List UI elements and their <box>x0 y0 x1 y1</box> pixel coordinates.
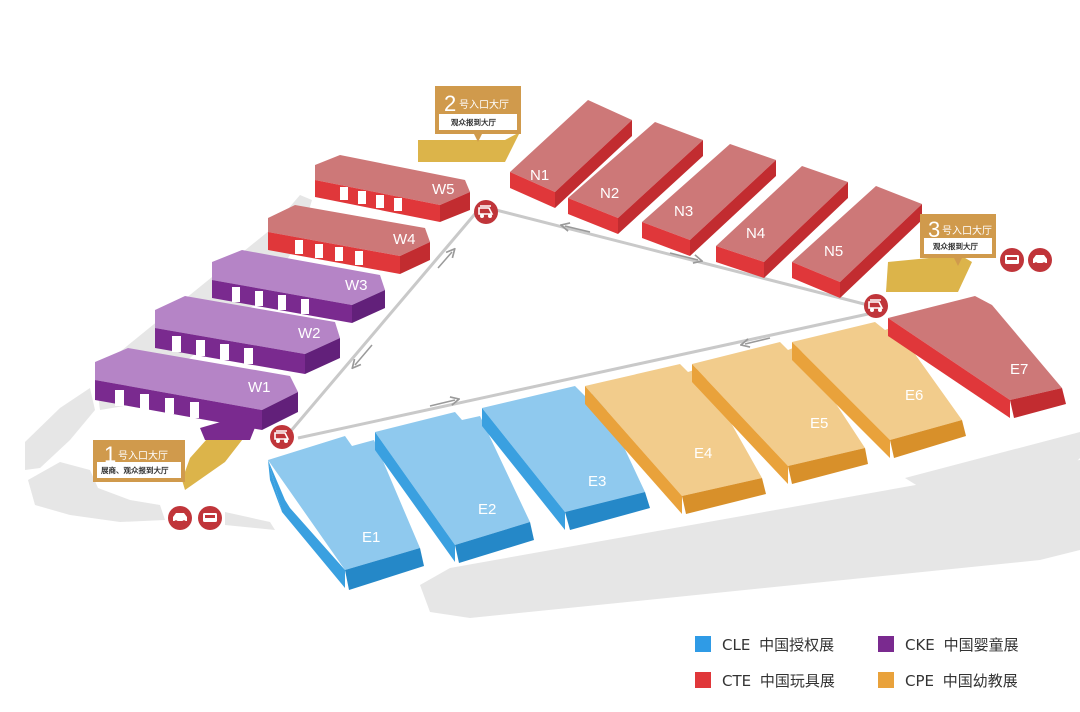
hall-label-n4: N4 <box>746 225 765 242</box>
golf-cart-icon[interactable] <box>474 200 498 224</box>
entrance-title-2: 号入口大厅 <box>459 98 509 111</box>
entrance-subtitle-2: 观众报到大厅 <box>451 117 496 127</box>
entrance-title-1: 号入口大厅 <box>118 449 168 462</box>
hall-n5[interactable]: N5 <box>792 186 922 298</box>
hall-label-n2: N2 <box>600 185 619 202</box>
hall-e4[interactable]: E4 <box>585 364 766 514</box>
hall-label-w4: W4 <box>393 231 416 248</box>
lobby-buildings <box>182 132 972 490</box>
legend-code-cpe: CPE <box>905 672 934 690</box>
hall-w5[interactable]: W5 <box>315 155 470 222</box>
hall-n1[interactable]: N1 <box>510 100 632 208</box>
bus-icon[interactable] <box>198 506 222 530</box>
legend: CLE 中国授权展 CKE 中国婴童展 CTE 中国玩具展 CPE 中国幼教展 <box>695 636 1019 690</box>
golf-cart-icon[interactable] <box>270 425 294 449</box>
hall-label-n5: N5 <box>824 243 843 260</box>
legend-item-cte: CTE 中国玩具展 <box>695 672 835 690</box>
entrance-sign-1[interactable]: 1 号入口大厅 展商、观众报到大厅 <box>93 440 185 482</box>
hall-e2[interactable]: E2 <box>375 412 534 563</box>
road-southwest <box>28 462 165 522</box>
west-halls: W5 W4 W3 W2 W1 <box>95 155 470 440</box>
entrance-title-3: 号入口大厅 <box>942 224 992 237</box>
legend-item-cle: CLE 中国授权展 <box>695 636 834 654</box>
hall-e5[interactable]: E5 <box>692 342 868 484</box>
entrance-sign-2[interactable]: 2 号入口大厅 观众报到大厅 <box>435 86 521 142</box>
legend-item-cpe: CPE 中国幼教展 <box>878 672 1018 690</box>
road-south <box>420 460 1080 618</box>
shuttle-route <box>288 207 869 440</box>
hall-label-n3: N3 <box>674 203 693 220</box>
golf-cart-icon[interactable] <box>864 294 888 318</box>
hall-label-w5: W5 <box>432 181 455 198</box>
hall-label-w3: W3 <box>345 277 368 294</box>
legend-name-cpe: 中国幼教展 <box>943 672 1018 690</box>
entrance-subtitle-3: 观众报到大厅 <box>933 241 978 251</box>
hall-e7[interactable]: E7 <box>888 296 1066 418</box>
legend-code-cle: CLE <box>722 636 750 654</box>
road-bus-stop <box>225 512 275 530</box>
svg-text:CLE 中国授权展: CLE 中国授权展 <box>722 636 834 654</box>
hall-label-e4: E4 <box>694 445 712 462</box>
road-east <box>905 432 1080 528</box>
entrance-subtitle-1: 展商、观众报到大厅 <box>100 465 169 475</box>
lobby-2 <box>418 132 520 162</box>
entrance-number-3: 3 <box>928 217 940 242</box>
svg-text:CPE 中国幼教展: CPE 中国幼教展 <box>905 672 1018 690</box>
hall-label-w2: W2 <box>298 325 321 342</box>
hall-n3[interactable]: N3 <box>642 144 776 256</box>
car-icon[interactable] <box>1028 248 1052 272</box>
hall-e1[interactable]: E1 <box>268 436 424 590</box>
hall-label-e6: E6 <box>905 387 923 404</box>
hall-label-w1: W1 <box>248 379 271 396</box>
road-west-curve <box>25 388 95 470</box>
legend-code-cke: CKE <box>905 636 935 654</box>
entrance-sign-3[interactable]: 3 号入口大厅 观众报到大厅 <box>920 214 996 266</box>
hall-label-e1: E1 <box>362 529 380 546</box>
svg-text:CTE 中国玩具展: CTE 中国玩具展 <box>722 672 835 690</box>
entrance-number-1: 1 <box>104 442 116 467</box>
svg-text:CKE 中国婴童展: CKE 中国婴童展 <box>905 636 1019 654</box>
legend-code-cte: CTE <box>722 672 751 690</box>
hall-w2[interactable]: W2 <box>155 296 340 374</box>
hall-w1[interactable]: W1 <box>95 348 298 440</box>
legend-item-cke: CKE 中国婴童展 <box>878 636 1019 654</box>
lobby-3 <box>886 255 972 292</box>
east-halls: E1 E2 E3 E4 E5 <box>268 296 1066 590</box>
hall-e6[interactable]: E6 <box>792 322 966 458</box>
hall-w4[interactable]: W4 <box>268 205 430 274</box>
legend-name-cle: 中国授权展 <box>759 636 834 654</box>
hall-label-e5: E5 <box>810 415 828 432</box>
hall-w3[interactable]: W3 <box>212 250 385 323</box>
hall-n2[interactable]: N2 <box>568 122 703 234</box>
hall-label-e7: E7 <box>1010 361 1028 378</box>
hall-label-n1: N1 <box>530 167 549 184</box>
legend-name-cte: 中国玩具展 <box>760 672 835 690</box>
bus-icon[interactable] <box>1000 248 1024 272</box>
north-halls: N1 N2 N3 N4 N5 <box>510 100 922 298</box>
hall-label-e3: E3 <box>588 473 606 490</box>
car-icon[interactable] <box>168 506 192 530</box>
hall-label-e2: E2 <box>478 501 496 518</box>
legend-name-cke: 中国婴童展 <box>944 636 1019 654</box>
entrance-number-2: 2 <box>444 91 456 116</box>
hall-n4[interactable]: N4 <box>716 166 848 278</box>
lobby-1 <box>182 430 246 490</box>
